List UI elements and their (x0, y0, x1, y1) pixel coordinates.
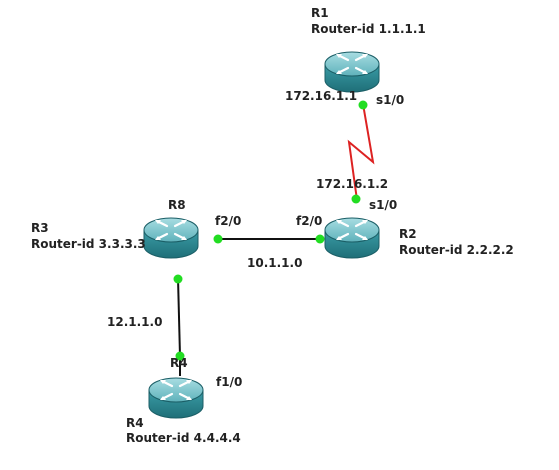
router-r1-id: Router-id 1.1.1.1 (311, 22, 426, 36)
router-icon (142, 216, 200, 260)
port-dot-r2-f2-0[interactable] (315, 234, 325, 244)
router-r4-id: Router-id 4.4.4.4 (126, 431, 241, 445)
router-icon (323, 50, 381, 94)
router-icon (323, 216, 381, 260)
r1-ip-label: 172.16.1.1 (285, 89, 357, 103)
router-r2-id: Router-id 2.2.2.2 (399, 243, 514, 257)
r4-f1-0-port-label: f1/0 (216, 375, 242, 389)
r2-serial-port-label: s1/0 (369, 198, 397, 212)
router-r3-name: R3 (31, 221, 49, 235)
port-dot-r1-s1-0[interactable] (358, 100, 368, 110)
port-dot-r4-up[interactable] (175, 351, 185, 361)
ethernet-link-r8-r4[interactable] (177, 277, 181, 357)
r1-port-label: s1/0 (376, 93, 404, 107)
serial-link-r1-r2[interactable] (347, 103, 375, 201)
router-r1[interactable] (323, 50, 381, 94)
router-r1-name: R1 (311, 6, 329, 20)
router-r2[interactable] (323, 216, 381, 260)
router-r3-id: Router-id 3.3.3.3 (31, 237, 146, 251)
router-r8[interactable] (142, 216, 200, 260)
router-r4-name: R4 (126, 416, 144, 430)
router-r8-name: R8 (168, 198, 186, 212)
network-12-1-1-0-label: 12.1.1.0 (107, 315, 162, 329)
r2-ip-label: 172.16.1.2 (316, 177, 388, 191)
r2-f2-0-port-label: f2/0 (296, 214, 322, 228)
router-r4-overlay-name: R4 (170, 356, 188, 370)
port-dot-r8-f2-0[interactable] (213, 234, 223, 244)
router-r4[interactable] (147, 376, 205, 420)
port-dot-r2-s1-0[interactable] (351, 194, 361, 204)
port-dot-r8-down[interactable] (173, 274, 183, 284)
router-icon (147, 376, 205, 420)
router-r2-name: R2 (399, 227, 417, 241)
r8-f2-0-port-label: f2/0 (215, 214, 241, 228)
network-10-1-1-0-label: 10.1.1.0 (247, 256, 302, 270)
